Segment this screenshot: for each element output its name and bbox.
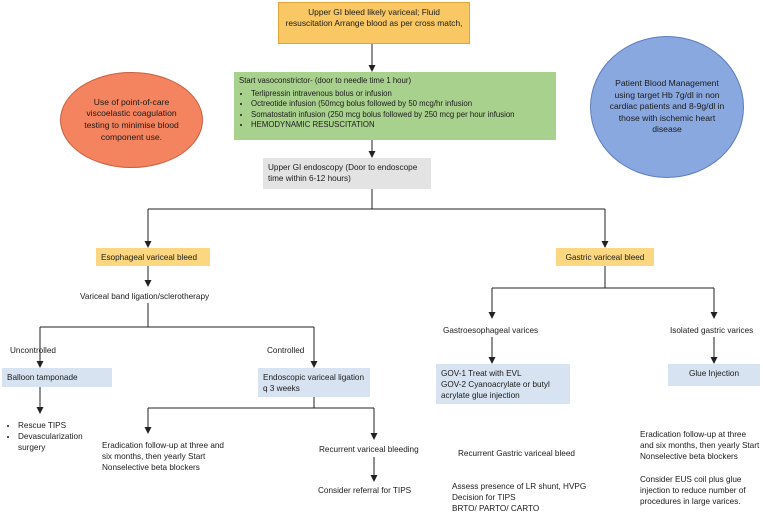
tips-decision-text: Decision for TIPS [452, 493, 516, 503]
point-of-care-ellipse: Use of point-of-care viscoelastic coagul… [60, 72, 203, 168]
gastric-recurrent-text: Recurrent Gastric variceal bleed [458, 449, 575, 458]
rescue-tips-item: Rescue TIPS [18, 420, 86, 431]
gov2-text: GOV-2 Cyanoacrylate or butyl acrylate gl… [441, 380, 550, 401]
brto-text: BRTO/ PARTO/ CARTO [452, 504, 540, 514]
gastric-eradication-text: Eradication follow-up at three and six m… [640, 430, 760, 462]
vasoconstrictor-list: Terlipressin intravenous bolus or infusi… [239, 89, 551, 131]
isolated-gastric-varices-label: Isolated gastric varices [670, 326, 754, 335]
gov-treatment-box: GOV-1 Treat with EVL GOV-2 Cyanoacrylate… [436, 364, 570, 404]
endoscopy-box: Upper GI endoscopy (Door to endoscope ti… [263, 158, 431, 189]
vaso-item-somatostatin: Somatostatin infusion (250 mcg bolus fol… [251, 110, 551, 121]
gov1-text: GOV-1 Treat with EVL [441, 369, 522, 378]
evl-q3-box: Endoscopic variceal ligation q 3 weeks [258, 368, 370, 397]
band-ligation-label: Variceal band ligation/sclerotherapy [80, 292, 210, 301]
start-box: Upper GI bleed likely variceal; Fluid re… [278, 2, 470, 44]
vaso-item-terlipressin: Terlipressin intravenous bolus or infusi… [251, 89, 551, 100]
blood-management-ellipse: Patient Blood Management using target Hb… [590, 36, 744, 178]
vaso-item-hemodynamic: HEMODYNAMIC RESUSCITATION [251, 120, 551, 131]
balloon-outcomes: Rescue TIPS Devascularization surgery [6, 420, 86, 453]
tips-referral-text: Consider referral for TIPS [318, 486, 412, 495]
controlled-label: Controlled [267, 346, 305, 355]
devascularization-item: Devascularization surgery [18, 431, 86, 453]
uncontrolled-label: Uncontrolled [10, 346, 56, 355]
eso-recurrent-text: Recurrent variceal bleeding [319, 445, 419, 454]
esophageal-bleed-box: Esophageal variceal bleed [96, 248, 210, 266]
balloon-tamponade-box: Balloon tamponade [2, 368, 112, 387]
blood-management-text: Patient Blood Management using target Hb… [609, 78, 725, 135]
assess-lr-shunt-text: Assess presence of LR shunt, HVPG [452, 482, 587, 491]
vaso-item-octreotide: Octreotide infusion (50mcg bolus followe… [251, 99, 551, 110]
glue-injection-box: Glue Injection [668, 364, 760, 386]
vasoconstrictor-box: Start vasoconstrictor- (door to needle t… [234, 72, 556, 140]
gastric-bleed-box: Gastric variceal bleed [556, 248, 654, 266]
eso-eradication-text: Eradication follow-up at three and six m… [102, 441, 224, 473]
gastroesophageal-varices-label: Gastroesophageal varices [443, 326, 539, 335]
vasoconstrictor-title: Start vasoconstrictor- (door to needle t… [239, 76, 412, 85]
gastric-assessment: Assess presence of LR shunt, HVPG Decisi… [452, 481, 602, 514]
point-of-care-text: Use of point-of-care viscoelastic coagul… [84, 96, 179, 142]
eus-coil-text: Consider EUS coil plus glue injection to… [640, 475, 746, 507]
